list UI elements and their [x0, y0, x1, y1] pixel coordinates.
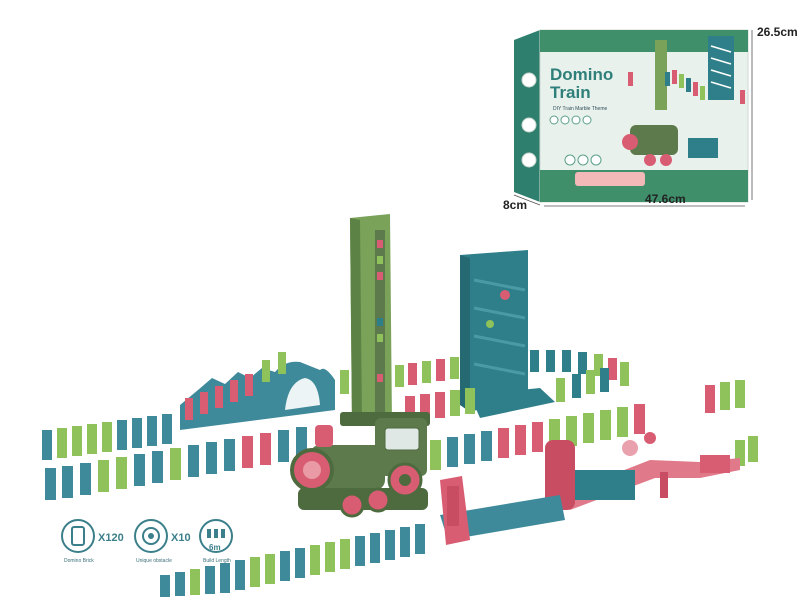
feature-bricks-caption: Domino Brick	[64, 558, 94, 564]
domino-row-back	[395, 350, 629, 402]
box-title-line1: Domino	[550, 65, 613, 84]
slide-ramp	[545, 432, 740, 510]
feature-obstacles-label: X10	[171, 532, 191, 544]
domino-row-front	[160, 524, 425, 597]
domino-row-right	[405, 380, 758, 470]
front-rail	[440, 476, 565, 545]
feature-length-label: 6m	[209, 543, 221, 552]
feature-length-caption: Build Length	[203, 558, 231, 564]
product-box: Domino Train DIY Train Marble Theme	[514, 29, 749, 203]
dimension-depth: 8cm	[503, 198, 528, 212]
domino-row-left	[42, 414, 307, 500]
box-subtitle: DIY Train Marble Theme	[553, 106, 608, 112]
green-tower	[350, 214, 392, 425]
feature-obstacles-caption: Unique obstacle	[136, 558, 172, 564]
domino-brick-icon	[61, 519, 95, 553]
box-title-line2: Train	[550, 83, 591, 102]
dimension-width: 47.6cm	[645, 192, 686, 206]
build-length-icon	[199, 519, 233, 553]
gear-obstacle-icon	[134, 519, 168, 553]
feature-bricks-label: X120	[98, 532, 124, 544]
domino-train	[290, 412, 430, 518]
marble-tower	[460, 250, 555, 418]
dimension-height: 26.5cm	[757, 25, 798, 39]
arch-bridge	[180, 361, 335, 430]
